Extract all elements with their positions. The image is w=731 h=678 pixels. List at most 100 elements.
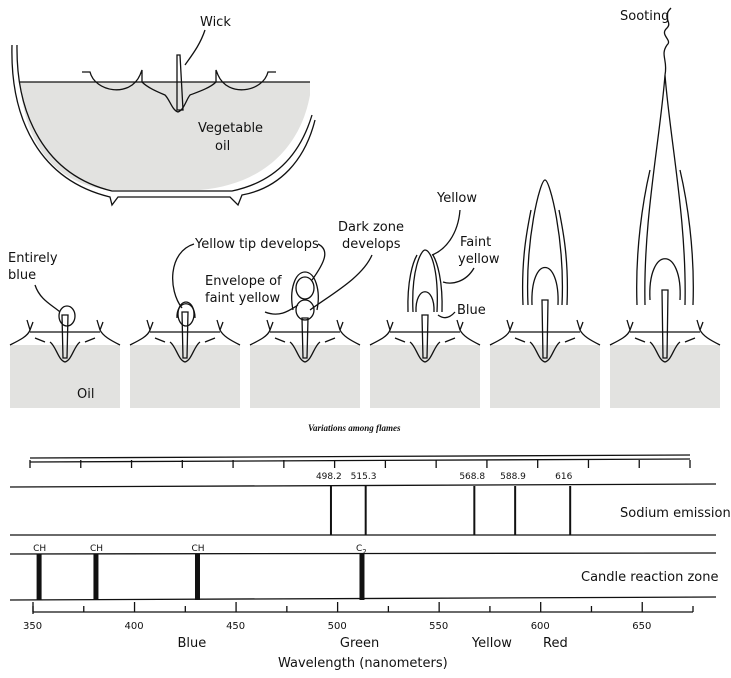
panel-float bbox=[609, 319, 721, 346]
panel-oil bbox=[490, 345, 600, 408]
blue-pointer bbox=[437, 311, 456, 319]
envelope-label-1: Envelope of bbox=[205, 274, 282, 289]
flame-panel bbox=[129, 301, 241, 408]
flame-panel bbox=[369, 249, 481, 408]
entirely-blue-pointer bbox=[34, 284, 61, 313]
flame-core bbox=[531, 266, 559, 306]
blue-label: blue bbox=[8, 268, 36, 283]
dark-zone bbox=[295, 276, 315, 300]
tick-label: 650 bbox=[632, 621, 651, 632]
blue-zone-label: Blue bbox=[457, 303, 486, 318]
candle-line-label: CH bbox=[90, 544, 103, 554]
sodium-band-top bbox=[9, 483, 717, 488]
dark-zone-label-2: develops bbox=[342, 237, 401, 252]
panel-cup bbox=[394, 337, 456, 363]
sodium-line-label: 588.9 bbox=[500, 472, 526, 482]
blue-core bbox=[415, 291, 435, 313]
panel-oil bbox=[250, 345, 360, 408]
color-region-label: Yellow bbox=[471, 636, 512, 651]
yellow-label: Yellow bbox=[436, 191, 477, 206]
yellow-tip-pointer-2 bbox=[311, 243, 326, 281]
flame-panel bbox=[249, 271, 361, 408]
envelope-label-2: faint yellow bbox=[205, 291, 280, 306]
sodium-line-label: 616 bbox=[555, 472, 572, 482]
panel-cup bbox=[274, 337, 336, 363]
panel-oil bbox=[610, 345, 720, 408]
panel-float bbox=[249, 319, 361, 346]
color-region-labels: Blue Green Yellow Red bbox=[177, 636, 567, 651]
lamp-wick bbox=[176, 54, 184, 111]
lamp-bowl-outer bbox=[11, 44, 316, 207]
yellow-flame bbox=[412, 249, 438, 313]
sooting-label: Sooting bbox=[620, 9, 669, 24]
panel-wick bbox=[181, 311, 189, 359]
candle-line-label: CH bbox=[191, 544, 204, 554]
soot-trail bbox=[663, 7, 672, 76]
tick-label: 500 bbox=[328, 621, 347, 632]
dark-zone-label-1: Dark zone bbox=[338, 220, 404, 235]
oil-label-line1: Vegetable bbox=[198, 121, 263, 136]
color-region-label: Green bbox=[340, 636, 379, 651]
wick-pointer bbox=[184, 29, 206, 66]
flame-outer bbox=[636, 169, 694, 306]
panel-cup bbox=[34, 337, 96, 363]
candle-line-label: CH bbox=[33, 544, 46, 554]
panel-float bbox=[369, 319, 481, 346]
flame-outer bbox=[521, 209, 569, 306]
panel-wick bbox=[421, 314, 429, 359]
tick-label: 450 bbox=[226, 621, 245, 632]
panel-oil bbox=[10, 345, 120, 408]
panel-float bbox=[129, 319, 241, 346]
oil-label: Oil bbox=[77, 387, 94, 402]
sodium-emission-label: Sodium emission bbox=[620, 506, 731, 521]
yellow-tip bbox=[176, 303, 196, 319]
sooting-flame bbox=[644, 74, 686, 306]
faint-label-2: yellow bbox=[458, 252, 500, 267]
panel-wick bbox=[61, 314, 69, 359]
yellow-tip-pointer bbox=[172, 243, 195, 309]
top-scale-line bbox=[29, 454, 691, 459]
panel-wick bbox=[541, 299, 549, 359]
faint-label-1: Faint bbox=[460, 235, 491, 250]
faint-envelope bbox=[291, 271, 319, 311]
panel-oil bbox=[130, 345, 240, 408]
top-scale-ticks bbox=[29, 460, 691, 468]
oil-label-line2: oil bbox=[215, 139, 230, 154]
sodium-line-label: 568.8 bbox=[459, 472, 485, 482]
flame-panel bbox=[9, 305, 121, 408]
candle-zone-label: Candle reaction zone bbox=[581, 570, 719, 585]
panel-cup bbox=[514, 337, 576, 363]
entirely-label: Entirely bbox=[8, 251, 58, 266]
tick-label: 600 bbox=[531, 621, 550, 632]
panel-cup bbox=[634, 337, 696, 363]
sodium-line-label: 498.2 bbox=[316, 472, 342, 482]
flame-panel bbox=[489, 179, 601, 408]
flame-core bbox=[649, 258, 681, 301]
candle-band-top bbox=[9, 552, 717, 555]
flame-panel bbox=[609, 7, 721, 408]
panel-wick bbox=[661, 289, 669, 359]
wick-label: Wick bbox=[200, 15, 231, 30]
flame-core bbox=[295, 299, 315, 321]
flame-inner bbox=[177, 301, 195, 327]
candle-line-label: C2 bbox=[356, 544, 367, 556]
envelope-pointer bbox=[264, 304, 299, 315]
tick-label: 350 bbox=[23, 621, 42, 632]
panel-wick bbox=[301, 317, 309, 359]
tick-label: 400 bbox=[125, 621, 144, 632]
blue-flame bbox=[58, 305, 76, 327]
color-region-label: Blue bbox=[177, 636, 206, 651]
lamp-float bbox=[82, 69, 276, 113]
top-scale-line-2 bbox=[29, 458, 691, 463]
faint-outer bbox=[407, 254, 443, 313]
panel-oil bbox=[370, 345, 480, 408]
panel-float bbox=[9, 319, 121, 346]
color-region-label: Red bbox=[543, 636, 568, 651]
lamp-oil-fill bbox=[20, 82, 310, 190]
candle-reaction-lines: CH CH CH C2 bbox=[33, 544, 367, 600]
yellow-tip-label: Yellow tip develops bbox=[194, 237, 319, 252]
